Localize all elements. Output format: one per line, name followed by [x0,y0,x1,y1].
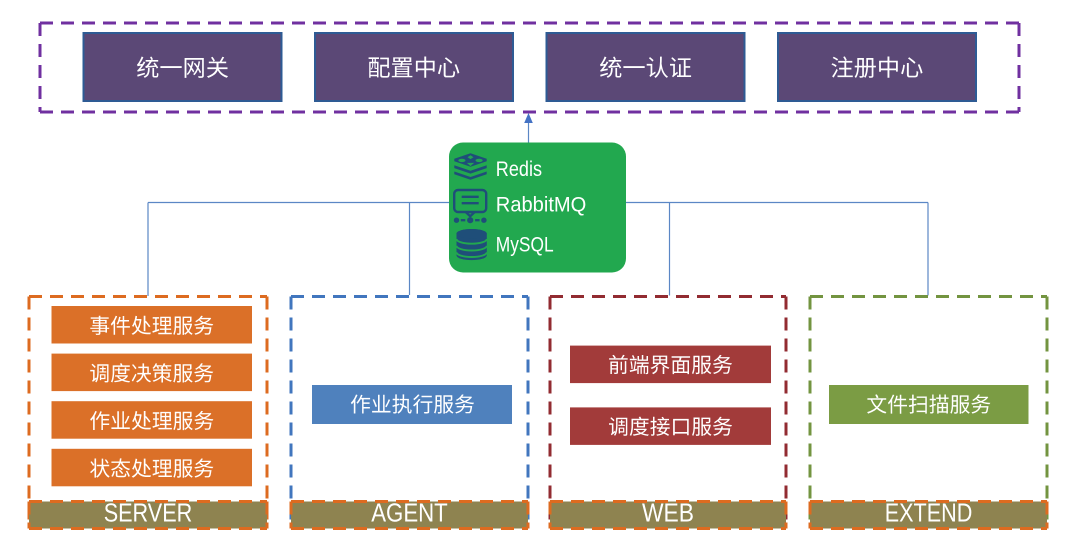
svg-text:EXTEND: EXTEND [885,500,973,528]
svg-text:MySQL: MySQL [496,233,554,256]
svg-text:AGENT: AGENT [371,500,448,528]
svg-text:RabbitMQ: RabbitMQ [496,194,587,217]
svg-text:SERVER: SERVER [104,500,193,528]
svg-text:WEB: WEB [642,500,694,528]
svg-text:Redis: Redis [496,158,542,181]
